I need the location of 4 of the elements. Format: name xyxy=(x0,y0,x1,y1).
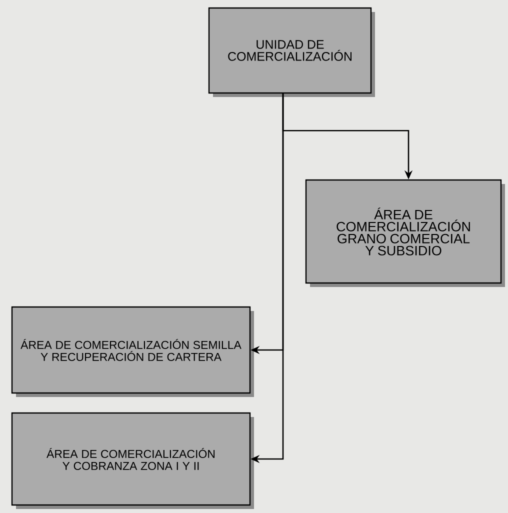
unit-box: ÁREA DE COMERCIALIZACIÓN SEMILLA Y RECUPERACIÓN DE CARTERA xyxy=(11,306,254,397)
unit-box: ÁREA DE COMERCIALIZACIÓN Y COBRANZA ZONA I Y II xyxy=(11,412,254,509)
unit-box: UNIDAD DE COMERCIALIZACIÓN xyxy=(208,7,375,97)
unit-box: ÁREA DE COMERCIALIZACIÓN GRANO COMERCIAL Y SUBSIDIO xyxy=(305,179,505,287)
